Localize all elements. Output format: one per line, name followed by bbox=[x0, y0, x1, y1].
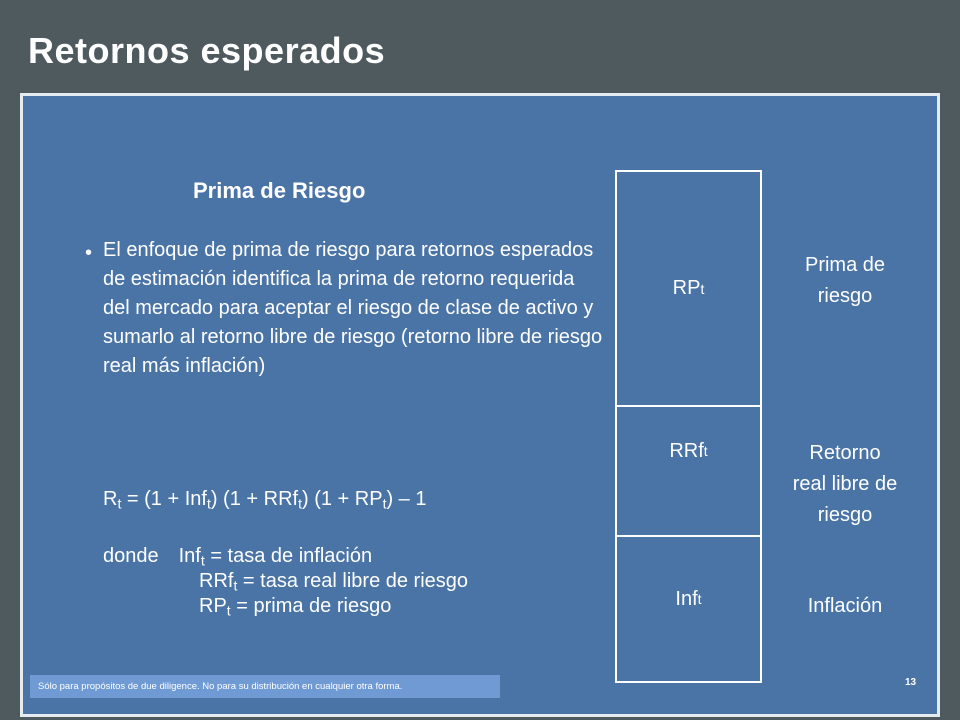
label-line: Inflación bbox=[807, 595, 883, 617]
rp-symbol: RP bbox=[199, 595, 227, 617]
stack-label-inf: Inf bbox=[675, 587, 698, 610]
formula-part4: ) – 1 bbox=[386, 488, 427, 510]
donde-label: donde bbox=[103, 545, 159, 567]
definition-sub: t bbox=[233, 577, 238, 594]
rp-description: = prima de riesgo bbox=[230, 595, 392, 617]
definition-inf: donde Inft = tasa de inflación bbox=[103, 544, 468, 569]
label-real-risk-free: Retorno real libre de riesgo bbox=[775, 438, 915, 531]
formula-part1: = (1 + Inf bbox=[121, 488, 207, 510]
definition-sub: t bbox=[200, 552, 205, 569]
disclaimer-footer: Sólo para propósitos de due diligence. N… bbox=[30, 675, 500, 698]
label-line: real libre de bbox=[792, 473, 898, 495]
stack-label-rp: RP bbox=[672, 277, 701, 299]
label-line: riesgo bbox=[817, 504, 873, 526]
rrf-description: = tasa real libre de riesgo bbox=[237, 570, 469, 592]
definition-sub: t bbox=[226, 602, 231, 619]
page-number: 13 bbox=[905, 677, 917, 688]
formula-sub: t bbox=[382, 495, 387, 512]
section-heading: Prima de Riesgo bbox=[193, 178, 366, 203]
formula-part2: ) (1 + RRf bbox=[210, 488, 299, 510]
label-line: riesgo bbox=[817, 285, 873, 307]
label-risk-premium: Prima de riesgo bbox=[775, 250, 915, 312]
content-panel: Prima de Riesgo • El enfoque de prima de… bbox=[20, 93, 940, 717]
formula-part3: ) (1 + RP bbox=[301, 488, 383, 510]
label-inflation: Inflación bbox=[775, 591, 915, 622]
inf-symbol: Inf bbox=[178, 545, 201, 567]
formula-r: R bbox=[103, 488, 118, 510]
formula-sub: t bbox=[117, 495, 122, 512]
slide-title: Retornos esperados bbox=[28, 30, 386, 71]
bullet-icon: • bbox=[85, 242, 93, 264]
bullet-text: El enfoque de prima de riesgo para retor… bbox=[103, 239, 603, 377]
rrf-symbol: RRf bbox=[199, 570, 234, 592]
definition-rrf: RRft = tasa real libre de riesgo bbox=[103, 569, 468, 594]
return-formula: Rt = (1 + Inft) (1 + RRft) (1 + RPt) – 1 bbox=[103, 488, 426, 511]
formula-sub: t bbox=[298, 495, 302, 512]
stack-label-rrf: RRf bbox=[669, 439, 704, 462]
label-line: Prima de bbox=[804, 254, 886, 276]
label-line: Retorno bbox=[809, 442, 881, 464]
definition-rp: RPt = prima de riesgo bbox=[103, 594, 468, 619]
inf-description: = tasa de inflación bbox=[204, 545, 373, 567]
formula-sub: t bbox=[206, 495, 211, 512]
